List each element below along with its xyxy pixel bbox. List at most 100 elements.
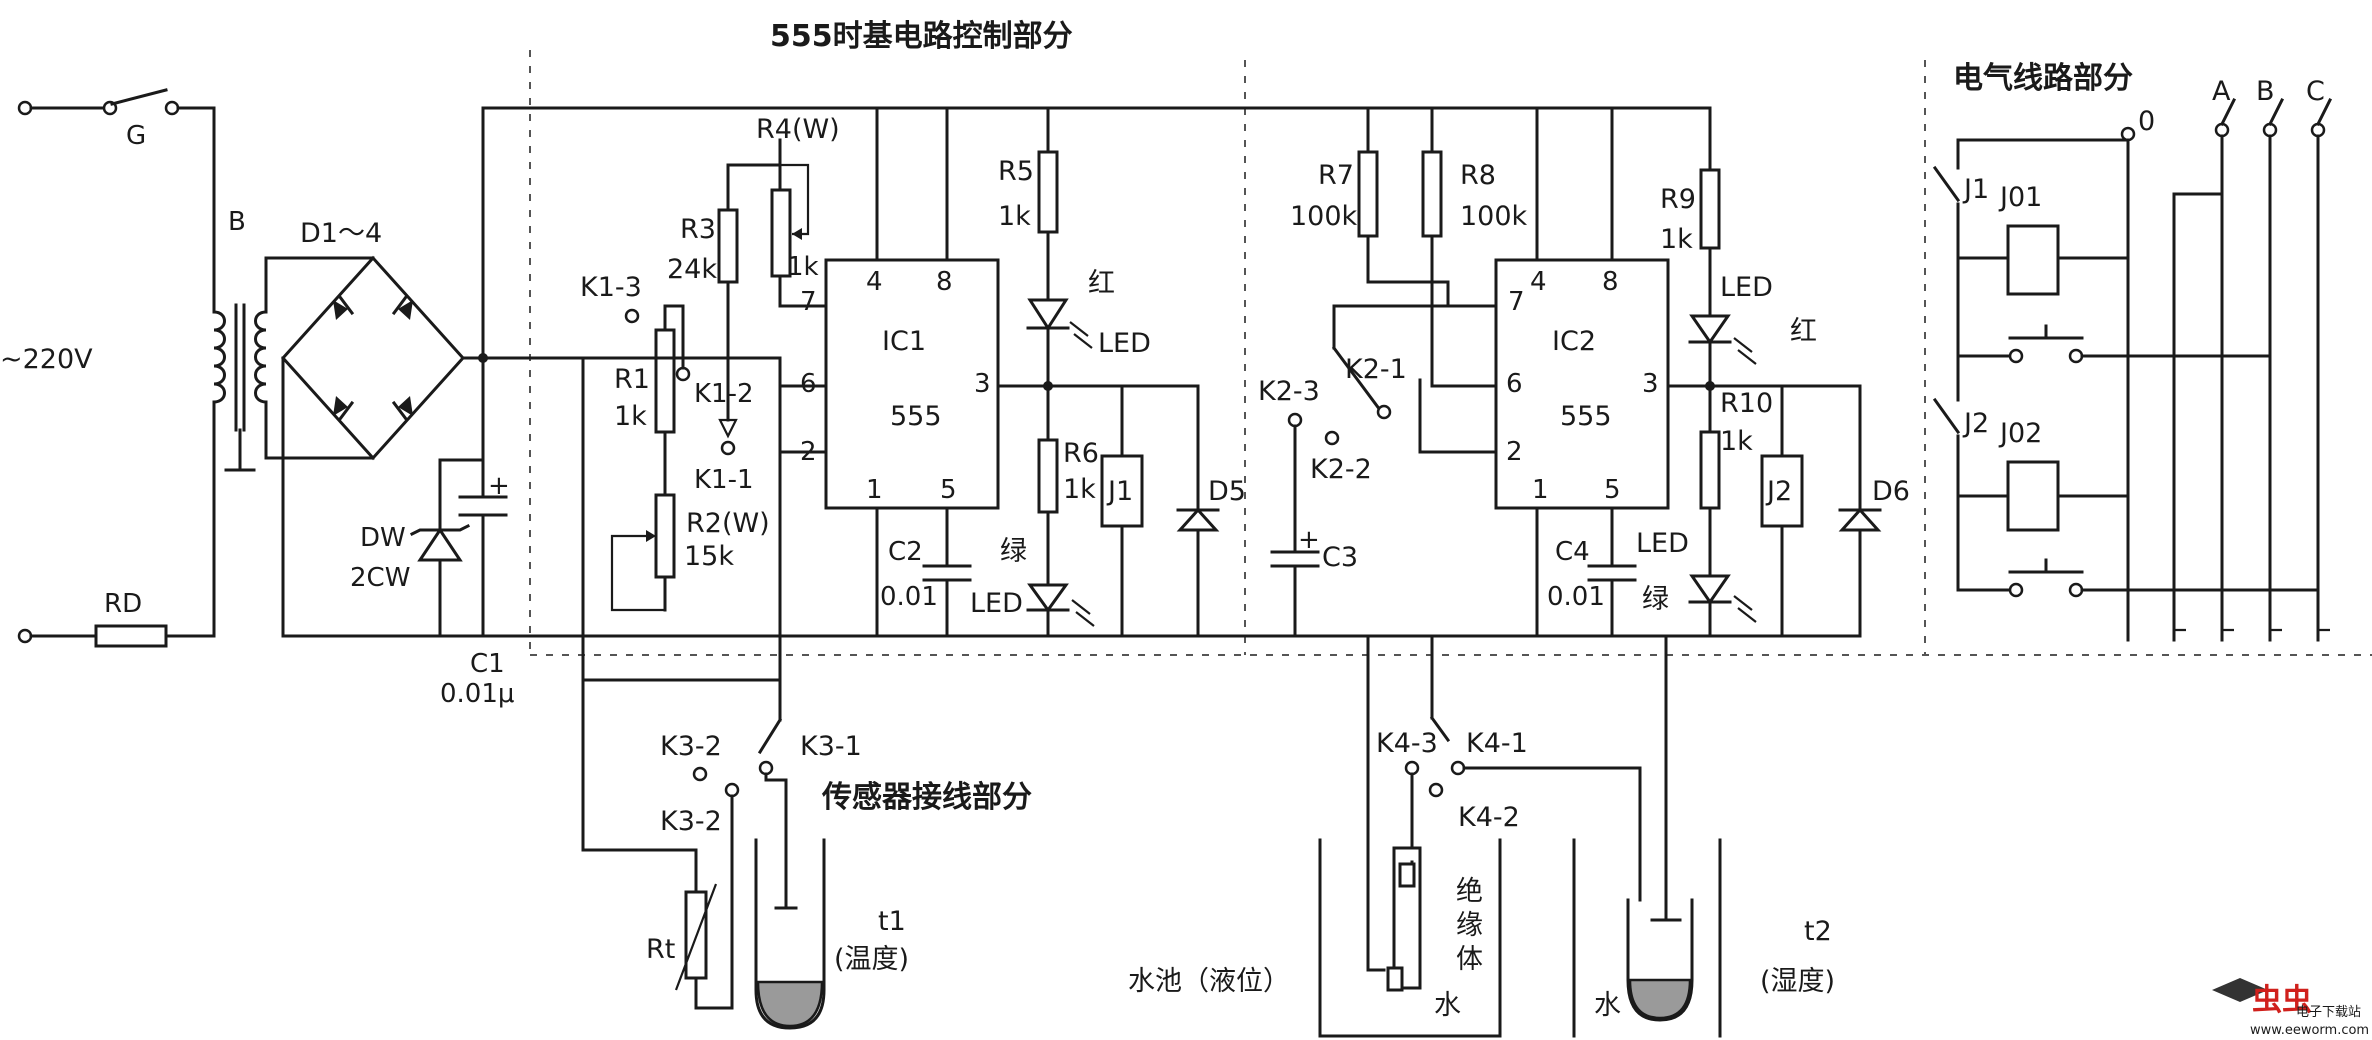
- r10-value: 1k: [1720, 426, 1753, 457]
- insulator-char-1: 绝: [1456, 876, 1483, 907]
- c2-value: 0.01: [880, 582, 938, 612]
- transformer-label: B: [228, 207, 246, 237]
- d6-label: D6: [1872, 476, 1910, 507]
- bridge-label: D1～4: [300, 218, 382, 249]
- ic1: [824, 258, 1000, 510]
- electrical-block: 0 A B C J1 J01 J2: [1932, 76, 2333, 642]
- c3-label: C3: [1322, 542, 1358, 573]
- contact-j2-label: J2: [1962, 408, 1989, 439]
- svg-text:+: +: [488, 471, 510, 501]
- test-tube-t2: [1626, 898, 1694, 1022]
- sensor-t2-block: K4-3 K4-1 K4-2 绝 缘 体 水 水池（液位） 水 t2 (湿度): [1128, 634, 1835, 1038]
- switch-g: [110, 88, 168, 106]
- t1-desc: (温度): [834, 944, 909, 975]
- ic2-pin-1: 1: [1532, 475, 1549, 505]
- watermark-brand: 电子下载站: [2296, 1005, 2361, 1020]
- ic2-pin-6: 6: [1506, 369, 1523, 399]
- r7: [1357, 150, 1379, 238]
- r1-value: 1k: [614, 401, 647, 432]
- r3-label: R3: [680, 214, 716, 245]
- fuse-rd: [94, 624, 168, 648]
- d5-label: D5: [1208, 476, 1246, 507]
- c4-value: 0.01: [1547, 582, 1605, 612]
- zener-value: 2CW: [350, 563, 410, 593]
- transformer-secondary: [254, 310, 268, 404]
- r9-value: 1k: [1660, 224, 1693, 255]
- r8: [1421, 150, 1443, 238]
- led-red-2: [1689, 314, 1731, 345]
- r4-value: 1k: [787, 252, 819, 282]
- led1-label: LED: [1098, 328, 1151, 359]
- j02-label: J02: [1998, 418, 2042, 449]
- test-tube-t1: [754, 838, 826, 1030]
- section-dividers: [529, 50, 2372, 656]
- r2: [654, 493, 676, 579]
- r2-label: R2(W): [686, 508, 770, 539]
- c1-value: 0.01μ: [440, 679, 514, 709]
- k3-1-label: K3-1: [800, 731, 862, 762]
- phase-a-label: A: [2212, 76, 2231, 107]
- ic1-pin-4: 4: [866, 267, 883, 297]
- r6: [1037, 438, 1059, 514]
- led3-label: LED: [1720, 272, 1773, 303]
- r5-label: R5: [998, 156, 1034, 187]
- j1-label: J1: [1106, 476, 1133, 507]
- ic1-name: IC1: [882, 326, 926, 357]
- ic1-pin-5: 5: [940, 475, 957, 505]
- c2-label: C2: [888, 537, 923, 567]
- zener-dw: [417, 527, 463, 562]
- led4-green-label: 绿: [1642, 584, 1669, 615]
- switch-g-label: G: [126, 121, 146, 151]
- neutral-label: 0: [2138, 106, 2155, 137]
- r6-value: 1k: [1063, 474, 1096, 505]
- led2-label: LED: [970, 588, 1023, 619]
- ic2: [1494, 258, 1670, 510]
- j2-label: J2: [1765, 476, 1792, 507]
- r5: [1037, 150, 1059, 234]
- insulator-char-3: 体: [1456, 944, 1483, 975]
- k1-1-label: K1-1: [694, 465, 754, 495]
- k3-2-label-bottom: K3-2: [660, 806, 722, 837]
- relay-contact-j2: [1932, 397, 1961, 435]
- contactor-j01: [2006, 224, 2060, 296]
- r1: [654, 328, 676, 434]
- r10-label: R10: [1720, 388, 1773, 419]
- t2-water-label: 水: [1594, 990, 1621, 1021]
- k2-1-label: K2-1: [1345, 354, 1407, 385]
- ic2-pin-8: 8: [1602, 267, 1619, 297]
- relay-contact-j1: [1932, 165, 1961, 203]
- mains-label: ~220V: [0, 344, 93, 375]
- ic1-pin-7: 7: [800, 287, 817, 317]
- insulator-char-2: 缘: [1456, 910, 1483, 941]
- bridge-rectifier: [280, 255, 466, 461]
- phase-c-label: C: [2306, 76, 2325, 107]
- ic1-pin-6: 6: [800, 369, 817, 399]
- ic2-pin-4: 4: [1530, 267, 1547, 297]
- ic1-block: IC1 555 4 8 7 6 3 2 1 5 C2 0.01 R4(W) 1k: [580, 106, 1246, 722]
- mains-terminal-top: [17, 100, 33, 116]
- ic1-pin-3: 3: [974, 369, 991, 399]
- led-red-1: [1027, 298, 1069, 331]
- c4-label: C4: [1555, 537, 1590, 567]
- phase-b-label: B: [2256, 76, 2275, 107]
- svg-text:+: +: [1298, 525, 1320, 555]
- t2-desc: (湿度): [1760, 966, 1835, 997]
- water-pool: [1318, 838, 1502, 1038]
- control-section-title: 555时基电路控制部分: [770, 19, 1073, 54]
- led1-red-label: 红: [1088, 268, 1115, 299]
- led2-green-label: 绿: [1000, 536, 1027, 567]
- ic2-type: 555: [1560, 401, 1612, 432]
- k2-3-label: K2-3: [1258, 376, 1320, 407]
- ic1-pin-8: 8: [936, 267, 953, 297]
- pool-water-label: 水: [1434, 990, 1461, 1021]
- c1-label: C1: [470, 649, 505, 679]
- r9-label: R9: [1660, 184, 1696, 215]
- r10: [1699, 430, 1721, 510]
- led3-red-label: 红: [1790, 316, 1817, 347]
- sensor-t1-block: K3-2 K3-1 K3-2 Rt t1 (温度): [581, 678, 909, 1030]
- ic2-block: IC2 555 4 8 7 6 3 2 1 5 C4 0.01 R7 100k …: [1258, 106, 1910, 638]
- contact-j1-label: J1: [1962, 174, 1989, 205]
- mains-terminal-bottom: [17, 628, 33, 644]
- t1-label: t1: [878, 906, 906, 937]
- r1-label: R1: [614, 364, 650, 395]
